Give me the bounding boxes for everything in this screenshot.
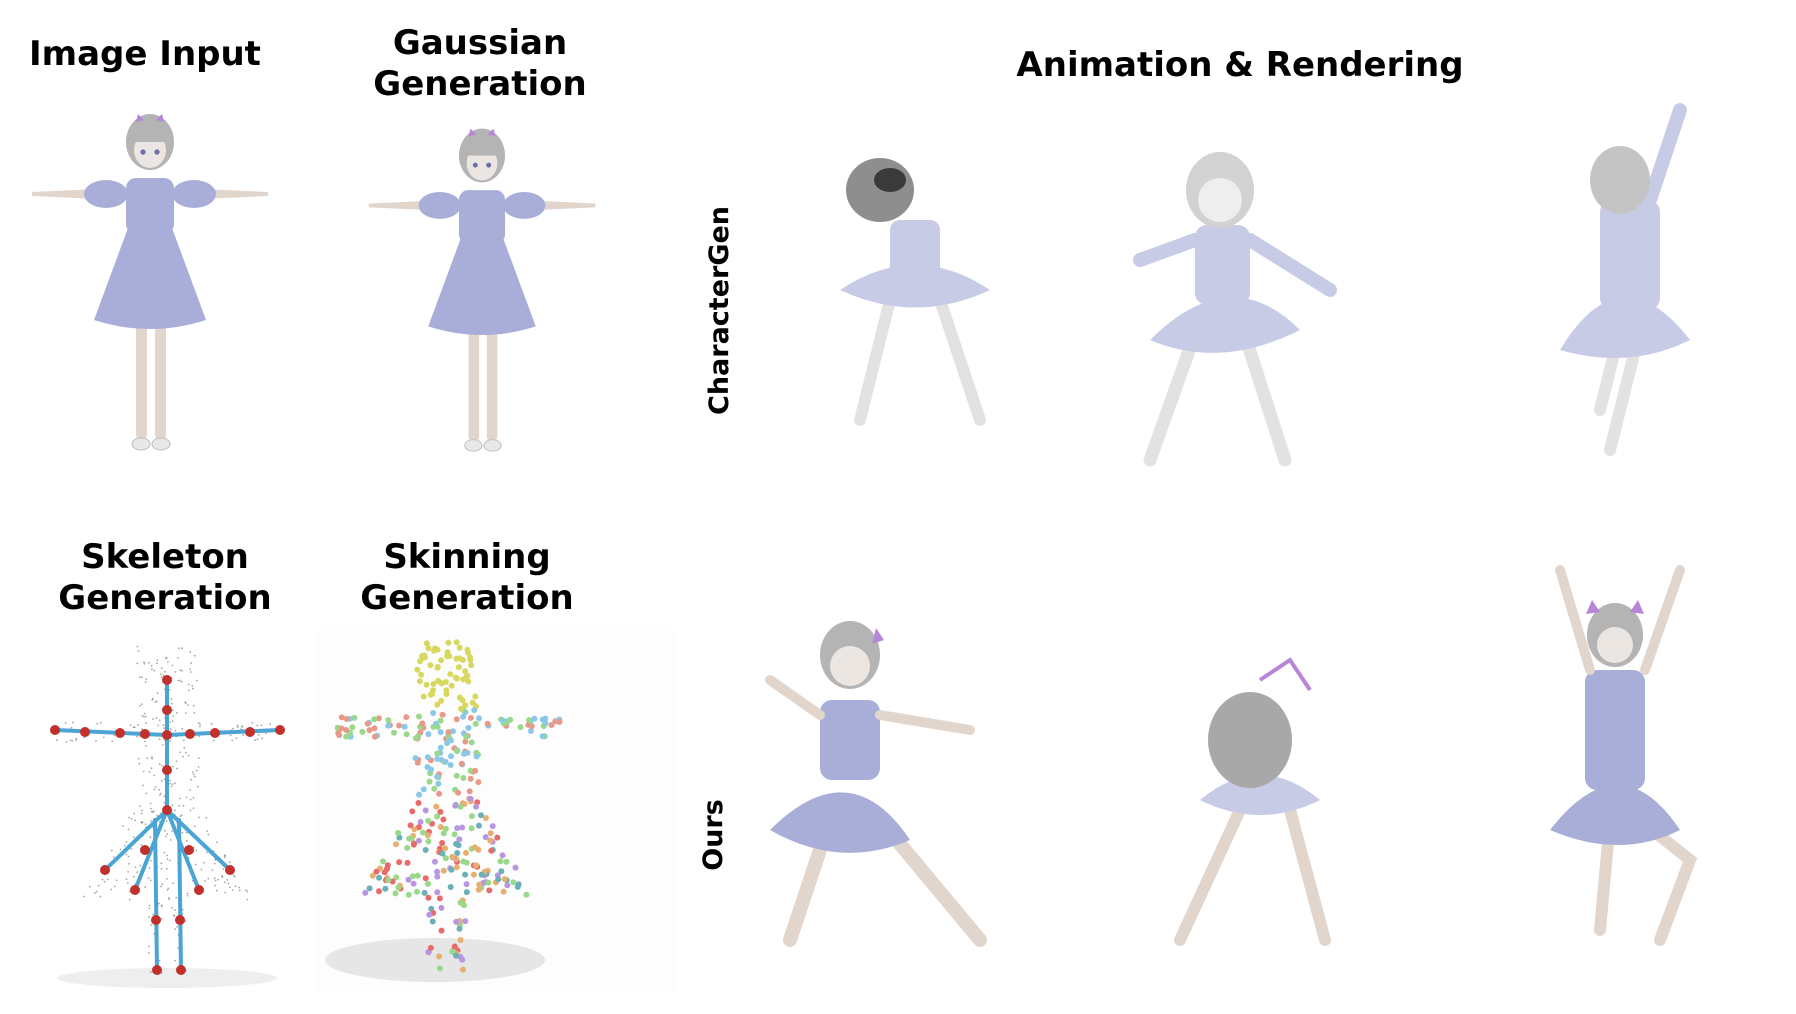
title-image-input: Image Input [29, 34, 261, 74]
ours-pose-3 [1530, 560, 1720, 960]
title-gaussian-generation: Gaussian Generation [373, 23, 587, 104]
ours-pose-1 [750, 600, 1000, 960]
charactergen-pose-2 [1120, 140, 1350, 480]
title-animation-rendering: Animation & Rendering [1016, 45, 1464, 85]
charactergen-pose-3 [1540, 100, 1710, 460]
title-skinning-generation: Skinning Generation [360, 537, 574, 618]
charactergen-pose-1 [820, 150, 1010, 430]
skeleton-generation-render [35, 640, 300, 990]
gaussian-generation-render [362, 118, 602, 458]
title-skeleton-generation: Skeleton Generation [58, 537, 272, 618]
row-label-charactergen: CharacterGen [704, 205, 735, 415]
skinning-generation-render [315, 630, 675, 990]
ours-pose-2 [1160, 640, 1370, 960]
image-input-render [25, 110, 275, 451]
row-label-ours: Ours [698, 799, 729, 871]
